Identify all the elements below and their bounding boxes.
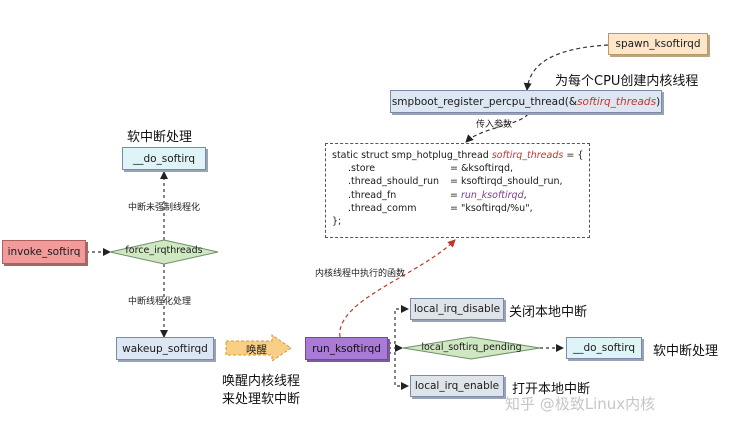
local-softirq-pending-label: local_softirq_pending: [421, 342, 522, 353]
not-forced-label: 中断未强制线程化: [128, 203, 201, 213]
close-irq-label: 关闭本地中断: [509, 305, 588, 320]
code-l4-eq: =: [450, 189, 461, 201]
code-l1-var: softirq_threads: [491, 150, 564, 161]
invoke-softirq-box: invoke_softirq: [2, 240, 86, 264]
code-line-4: .thread_fn = run_ksoftirqd,: [332, 189, 589, 202]
code-l4-val: run_ksoftirqd: [460, 189, 524, 201]
code-line-3: .thread_should_run = ksoftirqd_should_run…: [332, 175, 589, 188]
softirq-right-label: 软中断处理: [653, 344, 719, 359]
do-softirq-right-box: __do_softirq: [566, 337, 642, 359]
wake-desc-line-1: 唤醒内核线程: [222, 374, 301, 389]
run-ksoftirqd-label: run_ksoftirqd: [312, 342, 381, 355]
arrow-run-to-code: [339, 239, 456, 338]
code-l6: };: [332, 215, 342, 227]
code-l3-key: .thread_should_run: [348, 176, 440, 188]
code-line-6: };: [332, 215, 589, 228]
code-line-1: static struct smp_hotplug_thread softirq…: [332, 149, 589, 162]
do-softirq-right-label: __do_softirq: [572, 342, 636, 354]
local-irq-disable-box: local_irq_disable: [410, 298, 504, 320]
code-l4-post: ,: [523, 189, 527, 201]
wakeup-softirqd-box: wakeup_softirqd: [116, 337, 214, 360]
do-softirq-top-label: __do_softirq: [132, 152, 196, 165]
code-l1-post: = {: [563, 150, 584, 161]
code-l4-key: .thread_fn: [348, 189, 397, 201]
code-l2-key: .store: [348, 163, 376, 175]
code-l1-pre: static struct smp_hotplug_thread: [332, 150, 492, 161]
threaded-label: 中断线程化处理: [128, 297, 192, 307]
code-l3-val: = ksoftirqd_should_run,: [450, 176, 563, 188]
wake-arrow-label: 唤醒: [246, 344, 267, 356]
force-irqthreads-diamond: [109, 239, 219, 265]
watermark: 知乎 @极致Linux内核: [505, 395, 656, 413]
register-arg: softirq_threads: [577, 95, 657, 108]
code-l5-key: .thread_comm: [348, 202, 417, 214]
wakeup-softirqd-label: wakeup_softirqd: [122, 342, 208, 355]
local-irq-enable-box: local_irq_enable: [410, 375, 504, 397]
softirq-threads-code-box: static struct smp_hotplug_thread softirq…: [325, 143, 590, 238]
register-prefix: smpboot_register_percpu_thread(&: [391, 95, 578, 108]
pass-params-label: 传入参数: [476, 120, 513, 130]
code-line-2: .store = &ksoftirqd,: [332, 162, 589, 175]
open-irq-label: 打开本地中断: [512, 382, 591, 397]
smpboot-register-box: smpboot_register_percpu_thread(&softirq_…: [390, 90, 662, 113]
create-thread-label: 为每个CPU创建内核线程: [555, 74, 699, 89]
local-irq-disable-label: local_irq_disable: [413, 303, 501, 315]
arrow-spawn-to-register: [523, 44, 609, 91]
code-line-5: .thread_comm = "ksoftirqd/%u",: [332, 202, 589, 215]
arrow-register-to-code: [465, 113, 529, 143]
wake-arrow-shape: [225, 334, 292, 362]
code-l5-val: = "ksoftirqd/%u",: [450, 202, 533, 214]
wake-desc-line-2: 来处理软中断: [222, 392, 301, 407]
code-l2-val: = &ksoftirqd,: [450, 163, 514, 175]
invoke-softirq-label: invoke_softirq: [7, 246, 81, 258]
spawn-ksoftirqd-label: spawn_ksoftirqd: [615, 38, 701, 50]
local-irq-enable-label: local_irq_enable: [414, 380, 500, 392]
arrow-run-to-enable: [388, 352, 409, 390]
run-ksoftirqd-box: run_ksoftirqd: [305, 337, 388, 360]
arrow-run-to-disable: [388, 305, 409, 344]
spawn-ksoftirqd-box: spawn_ksoftirqd: [608, 33, 708, 55]
local-softirq-pending-diamond: [402, 336, 541, 360]
do-softirq-top-box: __do_softirq: [122, 147, 206, 170]
register-suffix: ): [656, 95, 661, 108]
force-irqthreads-label: force_irqthreads: [125, 245, 203, 256]
softirq-top-label: 软中断处理: [127, 130, 193, 145]
thread-fn-desc-label: 内核线程中执行的函数: [315, 269, 406, 279]
